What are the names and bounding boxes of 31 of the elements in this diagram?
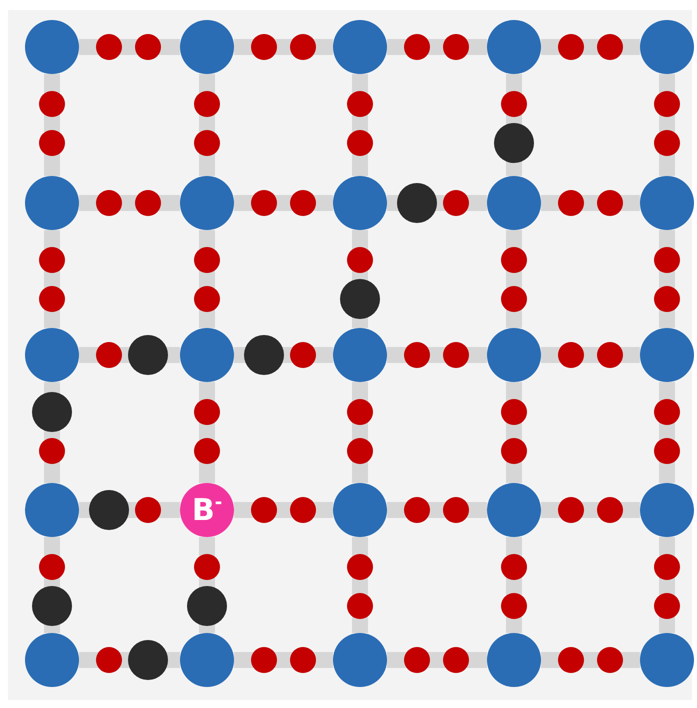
lattice-bond [541,652,640,668]
lattice-bond [352,74,368,176]
lattice-bond [199,230,215,328]
lattice-bond [541,195,640,211]
lattice-bond [79,195,180,211]
lattice-bond [506,230,522,328]
lattice-bond [659,382,675,483]
lattice-bond [541,502,640,518]
lattice-bond [506,382,522,483]
lattice-bond [541,39,640,55]
lattice-bond [352,537,368,633]
ion-label: B$^{-}$ [192,494,222,526]
lattice-bond [199,382,215,483]
lattice-bond [387,652,487,668]
lattice-bond [659,74,675,176]
lattice-bond [659,537,675,633]
lattice-bond [659,230,675,328]
lattice-bond [234,39,333,55]
lattice-bond [387,347,487,363]
lattice-bond [234,195,333,211]
lattice-bond [541,347,640,363]
lattice-bond [234,652,333,668]
lattice-bond [506,537,522,633]
lattice-bond [79,39,180,55]
lattice-bond [387,39,487,55]
lattice-bond [44,74,60,176]
lattice-bond [352,382,368,483]
lattice-bond [234,502,333,518]
lattice-bond [199,74,215,176]
lattice-bond [387,502,487,518]
lattice-bond [44,230,60,328]
